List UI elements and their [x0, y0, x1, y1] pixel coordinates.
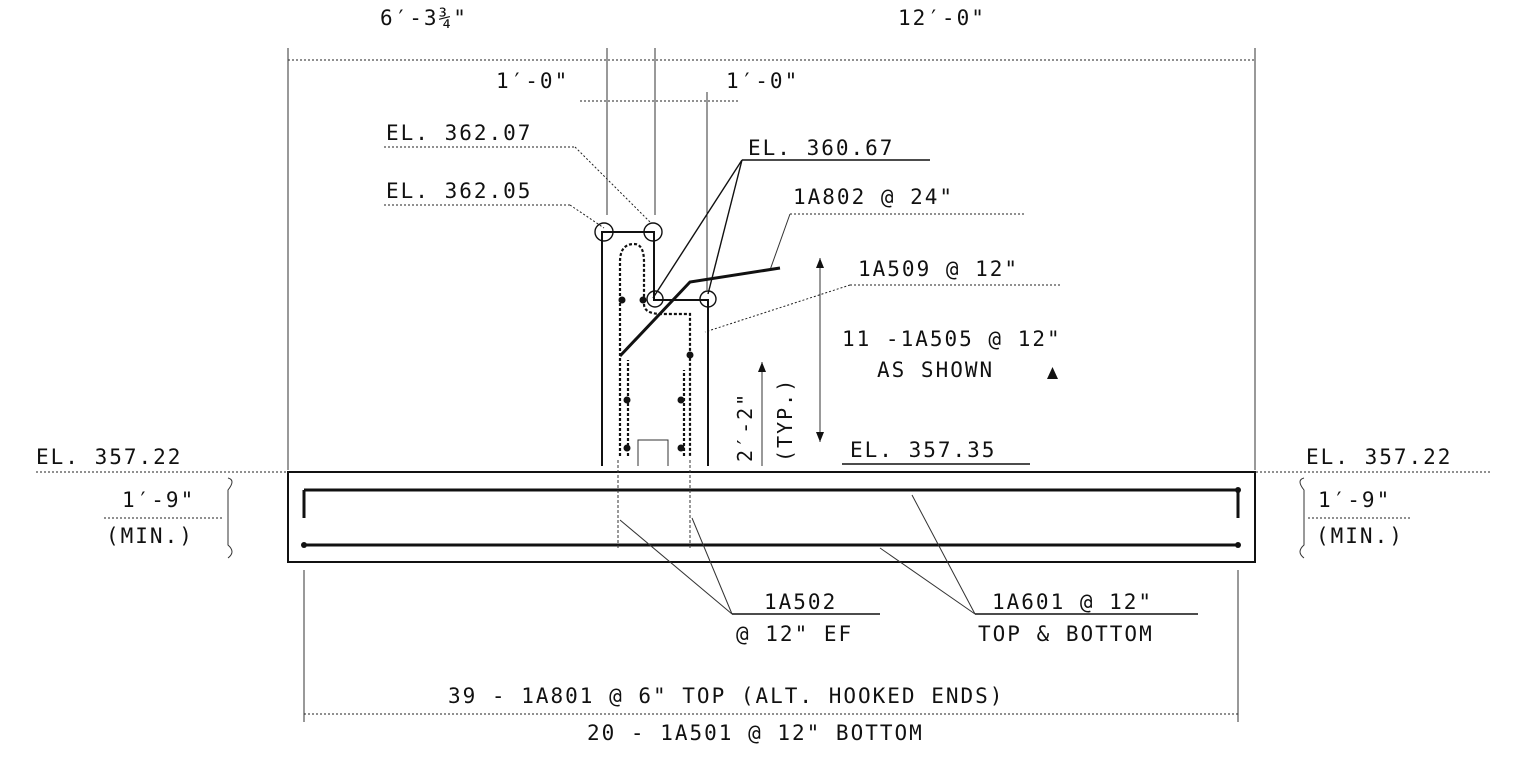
elevation-marker-right [643, 222, 663, 242]
elevation-top-right: EL. 362.05 [386, 179, 532, 203]
label-1a601-line1: 1A601 @ 12" [992, 590, 1153, 614]
barrier-wall [594, 222, 717, 466]
wall-reinforcement [618, 242, 781, 456]
label-1a601-line2: TOP & BOTTOM [978, 622, 1154, 646]
label-1a801: 39 - 1A801 @ 6" TOP (ALT. HOOKED ENDS) [448, 684, 1004, 708]
elevation-marker-step-left [646, 290, 664, 308]
elevation-top-left: EL. 362.07 [386, 121, 532, 145]
dim-wall-right: 1′-0" [726, 69, 799, 93]
elevation-step: EL. 360.67 [748, 136, 894, 160]
dim-slab-left: 1′-9" [122, 488, 195, 512]
bottom-leaders [619, 494, 1198, 615]
label-1a501: 20 - 1A501 @ 12" BOTTOM [587, 721, 924, 745]
bottom-dimension [303, 570, 1239, 722]
dim-slab-left-note: (MIN.) [106, 524, 194, 548]
elevation-marker-step-right [699, 290, 717, 308]
label-1a505-line1: 11 -1A505 @ 12" [842, 327, 1062, 351]
label-1a802: 1A802 @ 24" [793, 185, 954, 209]
top-dimension-lines [287, 48, 1256, 470]
dim-wall-left: 1′-0" [496, 69, 569, 93]
dim-slab-right-note: (MIN.) [1316, 524, 1404, 548]
triangle-note-icon [1047, 367, 1058, 379]
slab-thickness-dims [104, 477, 1410, 559]
label-1a502-line2: @ 12" EF [736, 622, 853, 646]
deck-slab [36, 460, 1490, 563]
dim-lap-note: (TYP.) [773, 378, 797, 462]
elevation-marker-left [594, 222, 614, 242]
label-1a509: 1A509 @ 12" [858, 257, 1019, 281]
elevation-base-center: EL. 357.35 [850, 438, 996, 462]
elevation-slab-left: EL. 357.22 [36, 445, 182, 469]
label-1a502-line1: 1A502 [764, 590, 837, 614]
dim-total-width: 12′-0" [898, 6, 986, 30]
dim-slab-right: 1′-9" [1318, 488, 1391, 512]
label-1a505-line2: AS SHOWN [877, 358, 994, 382]
elevation-slab-right: EL. 357.22 [1306, 445, 1452, 469]
dim-lap-length: 2′-2" [733, 392, 757, 462]
dim-left-width: 6′-3¾" [380, 6, 468, 30]
